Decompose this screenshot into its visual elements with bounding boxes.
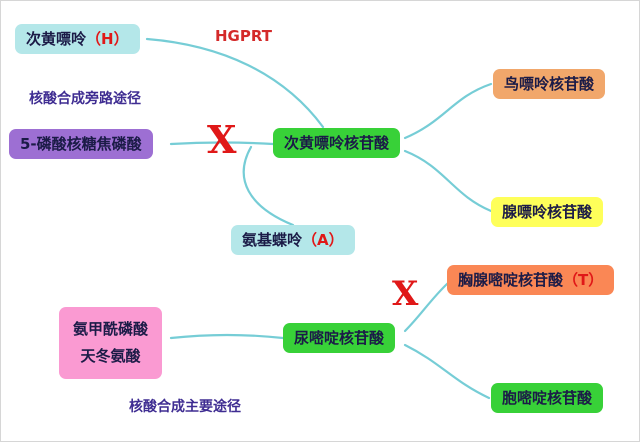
node-tmp: 胸腺嘧啶核苷酸（T） [447,265,615,296]
node-precursors-line2: 天冬氨酸 [80,347,141,365]
main-pathway-label: 核酸合成主要途径 [129,399,241,415]
node-ump: 尿嘧啶核苷酸 [283,323,396,354]
edge-prpp-imp [169,141,275,146]
node-gmp-label: 鸟嘌呤核苷酸 [504,75,595,93]
node-ump-label: 尿嘧啶核苷酸 [294,329,385,347]
enzyme-hgprt-label: HGPRT [215,27,272,45]
node-hypoxanthine-label: 次黄嘌呤 [26,30,87,48]
node-amp-label: 腺嘌呤核苷酸 [502,203,593,221]
node-precursors-line1: 氨甲酰磷酸 [73,320,149,338]
x-mark-tmp-block: X [392,274,419,314]
salvage-pathway-label: 核酸合成旁路途径 [29,91,141,107]
node-gmp: 鸟嘌呤核苷酸 [493,69,606,100]
node-precursors: 氨甲酰磷酸 天冬氨酸 [59,307,163,379]
node-tmp-label: 胸腺嘧啶核苷酸 [458,271,564,289]
node-tmp-suffix: （T） [563,271,604,289]
node-amp: 腺嘌呤核苷酸 [491,197,604,228]
edge-aminopterin-junction [242,145,295,227]
node-hypoxanthine: 次黄嘌呤（H） [15,24,140,55]
node-cmp: 胞嘧啶核苷酸 [491,383,604,414]
node-imp-label: 次黄嘌呤核苷酸 [284,134,390,152]
edge-ump-cmp [403,343,491,400]
edge-hypoxanthine-imp [145,37,325,129]
x-mark-salvage-block: X [207,117,237,162]
node-aminopterin-suffix: （A） [302,231,344,249]
node-aminopterin-label: 氨基蝶呤 [242,231,303,249]
edge-imp-amp [403,149,493,213]
node-hypoxanthine-suffix: （H） [86,30,129,48]
node-cmp-label: 胞嘧啶核苷酸 [502,389,593,407]
node-prpp-label: 5-磷酸核糖焦磷酸 [20,135,142,153]
edge-precursors-ump [169,333,285,340]
edge-ump-tmp [403,281,450,333]
edge-imp-gmp [403,82,493,140]
node-prpp: 5-磷酸核糖焦磷酸 [9,129,153,160]
node-aminopterin: 氨基蝶呤（A） [231,225,355,256]
node-imp: 次黄嘌呤核苷酸 [273,128,401,159]
